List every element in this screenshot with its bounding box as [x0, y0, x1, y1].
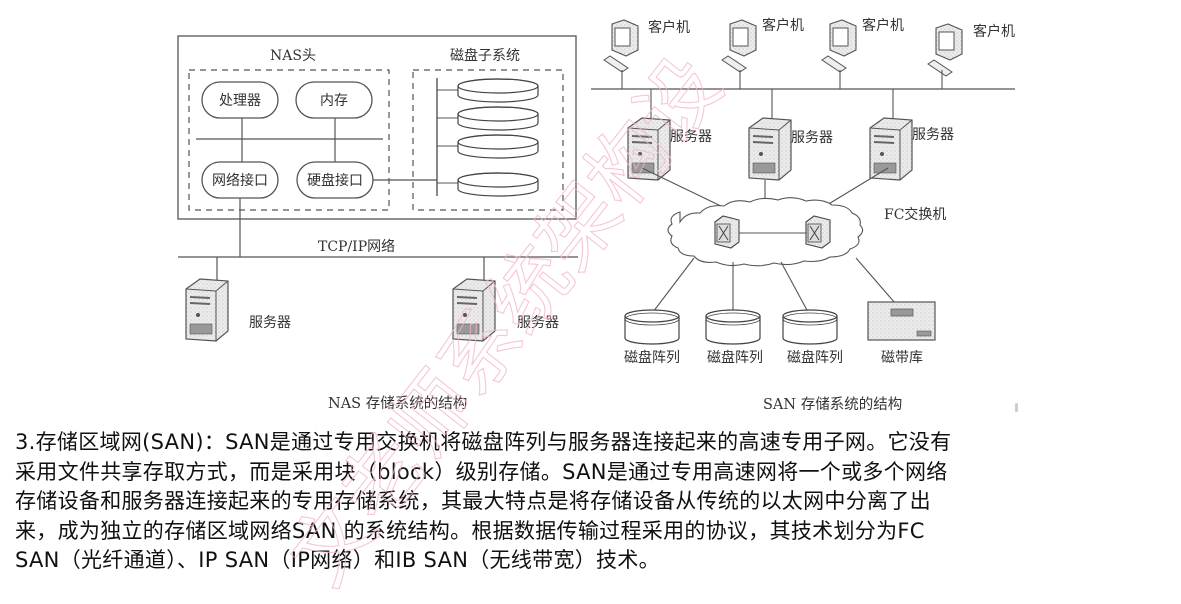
disk-subsystem-box — [412, 69, 564, 211]
diagram-stage: NAS头 磁盘子系统 处理器 内存 网络接口 硬盘接口 TCP/IP网络 服务器 — [177, 17, 1015, 413]
nas-diagram: NAS头 磁盘子系统 处理器 内存 网络接口 硬盘接口 TCP/IP网络 服务器 — [177, 35, 578, 412]
client-icon — [927, 23, 963, 77]
nas-server-label: 服务器 — [249, 315, 291, 331]
fc-switch-label: FC交换机 — [884, 206, 946, 223]
disk-array-label: 磁盘阵列 — [624, 349, 680, 366]
client-icon — [603, 19, 639, 73]
disk-platter — [457, 134, 539, 159]
nas-server-label: 服务器 — [517, 315, 559, 331]
client-icon — [721, 19, 757, 73]
paragraph-line: 3.存储区域网(SAN)：SAN是通过专用交换机将磁盘阵列与服务器连接起来的高速… — [15, 430, 952, 454]
disk-array-label: 磁盘阵列 — [787, 349, 843, 366]
san-server-label: 服务器 — [791, 130, 833, 146]
client-label: 客户机 — [762, 17, 804, 34]
disk-subsystem-label: 磁盘子系统 — [450, 47, 520, 64]
client-label: 客户机 — [973, 23, 1015, 40]
fc-switch-icon — [805, 215, 831, 249]
tcpip-network-label: TCP/IP网络 — [318, 239, 395, 255]
san-caption: SAN 存储系统的结构 — [763, 396, 902, 413]
disk-array-icon — [705, 309, 761, 345]
paragraph-line: 来，成为独立的存储区域网络SAN 的系统结构。根据数据传输过程采用的协议，其技术… — [15, 518, 925, 543]
san-diagram: 客户机 客户机 客户机 客户机 服务器 服务器 服务器 FC交换机 磁盘阵列 — [591, 17, 1015, 413]
fc-switch-cloud — [667, 197, 864, 267]
disk-array-label: 磁盘阵列 — [707, 349, 763, 366]
disk-interface-label: 硬盘接口 — [307, 172, 363, 189]
nas-server-icon — [185, 278, 229, 342]
disk-platter — [457, 78, 539, 103]
nas-server-icon — [452, 278, 496, 342]
nas-head-box — [188, 69, 390, 211]
fc-switch-icon — [714, 215, 740, 249]
disk-array-icon — [782, 309, 838, 345]
nas-head-label: NAS头 — [270, 48, 316, 64]
processor-node — [201, 81, 279, 119]
disk-array-icon — [624, 309, 680, 345]
disk-platter — [457, 172, 539, 197]
disk-platter — [457, 106, 539, 131]
client-icon — [821, 19, 857, 73]
processor-label: 处理器 — [219, 93, 261, 109]
san-description: 3.存储区域网(SAN)：SAN是通过专用交换机将磁盘阵列与服务器连接起来的高速… — [15, 428, 1175, 576]
san-server-label: 服务器 — [670, 129, 712, 145]
client-label: 客户机 — [648, 19, 690, 36]
storage-diagrams: NAS头 磁盘子系统 处理器 内存 网络接口 硬盘接口 TCP/IP网络 服务器 — [177, 17, 1015, 413]
san-server-icon — [869, 117, 913, 181]
san-server-icon — [627, 117, 671, 181]
network-interface-label: 网络接口 — [212, 172, 268, 189]
san-server-label: 服务器 — [912, 127, 954, 143]
paragraph-line: SAN（光纤通道）、IP SAN（IP网络）和IB SAN（无线带宽）技术。 — [15, 548, 660, 572]
client-label: 客户机 — [862, 17, 904, 34]
paragraph-line: 采用文件共享存取方式，而是采用块（block）级别存储。SAN是通过专用高速网将… — [15, 459, 948, 484]
paragraph-line: 存储设备和服务器连接起来的专用存储系统，其最大特点是将存储设备从传统的以太网中分… — [15, 489, 931, 513]
nas-caption: NAS 存储系统的结构 — [328, 395, 467, 412]
memory-label: 内存 — [320, 93, 348, 109]
tape-library-icon — [867, 301, 936, 341]
nas-outer-box — [177, 35, 577, 220]
san-server-icon — [748, 117, 792, 181]
tape-library-label: 磁带库 — [881, 350, 923, 366]
memory-node — [295, 81, 373, 119]
page-edge-mark — [1015, 403, 1018, 412]
